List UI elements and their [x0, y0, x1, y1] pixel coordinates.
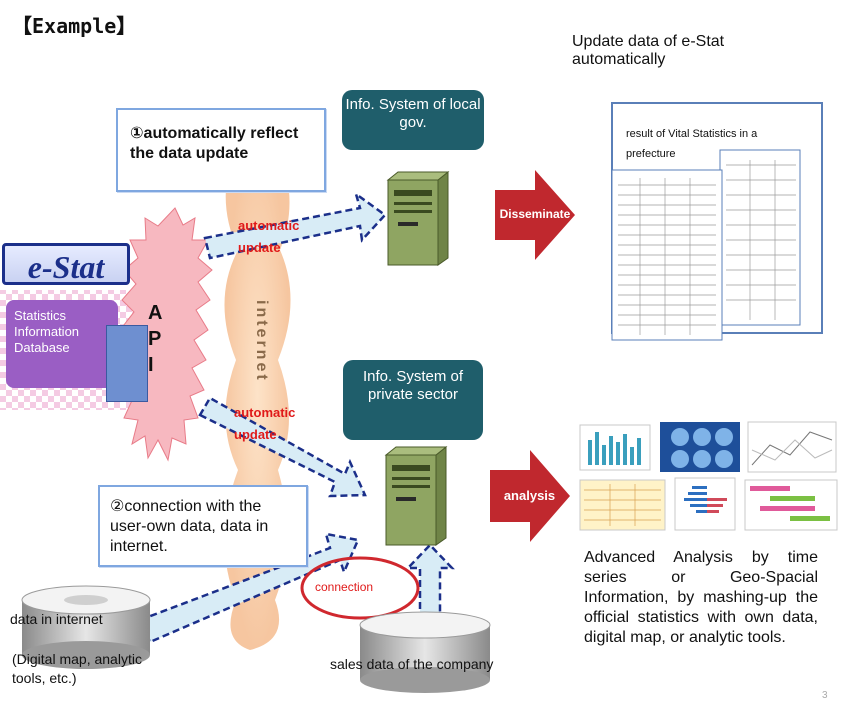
server-icon-lower — [384, 445, 448, 546]
local-gov-system-box: Info. System of local gov. — [342, 90, 484, 150]
estat-logo: e-Stat — [2, 243, 130, 285]
cylinder-internet-data — [21, 585, 151, 669]
disseminate-label: Disseminate — [499, 207, 571, 221]
data-in-internet-label: data in internet — [10, 611, 103, 627]
sales-data-label: sales data of the company — [330, 656, 494, 672]
statistics-database-box: Statistics Information Database — [6, 300, 118, 388]
api-label: A P I — [148, 302, 162, 376]
arrow-middle — [198, 396, 367, 498]
private-sector-system-box: Info. System of private sector — [343, 360, 483, 440]
automatic-update-label-lower: automatic update — [234, 405, 296, 442]
page-title: 【Example】 — [12, 14, 137, 38]
analysis-thumbnails — [579, 421, 838, 531]
callout-auto-reflect: ①automatically reflect the data update — [116, 108, 326, 192]
connection-ellipse — [300, 556, 420, 620]
database-server-icon — [106, 325, 148, 402]
analysis-arrow-shape — [490, 450, 570, 542]
update-caption: Update data of e-Stat automatically — [572, 33, 725, 68]
automatic-update-label-upper: automatic update — [238, 218, 300, 255]
arrow-upper — [203, 190, 387, 260]
advanced-analysis-text: Advanced Analysis by time series or Geo-… — [584, 549, 818, 646]
disseminate-arrow-shape — [495, 170, 575, 260]
connection-label: connection — [315, 580, 374, 594]
document-stack — [611, 102, 823, 341]
document-title: result of Vital Statistics in a prefectu… — [626, 128, 758, 160]
digital-map-label: (Digital map, analytic tools, etc.) — [12, 651, 142, 686]
page-number: 3 — [822, 690, 828, 701]
arrow-up-sales — [405, 543, 455, 622]
server-icon-upper — [386, 170, 450, 266]
callout-connection: ②connection with the user-own data, data… — [98, 485, 308, 567]
internet-label: internet — [253, 300, 270, 383]
cylinder-sales-data — [359, 611, 491, 693]
analysis-label: analysis — [503, 488, 556, 503]
